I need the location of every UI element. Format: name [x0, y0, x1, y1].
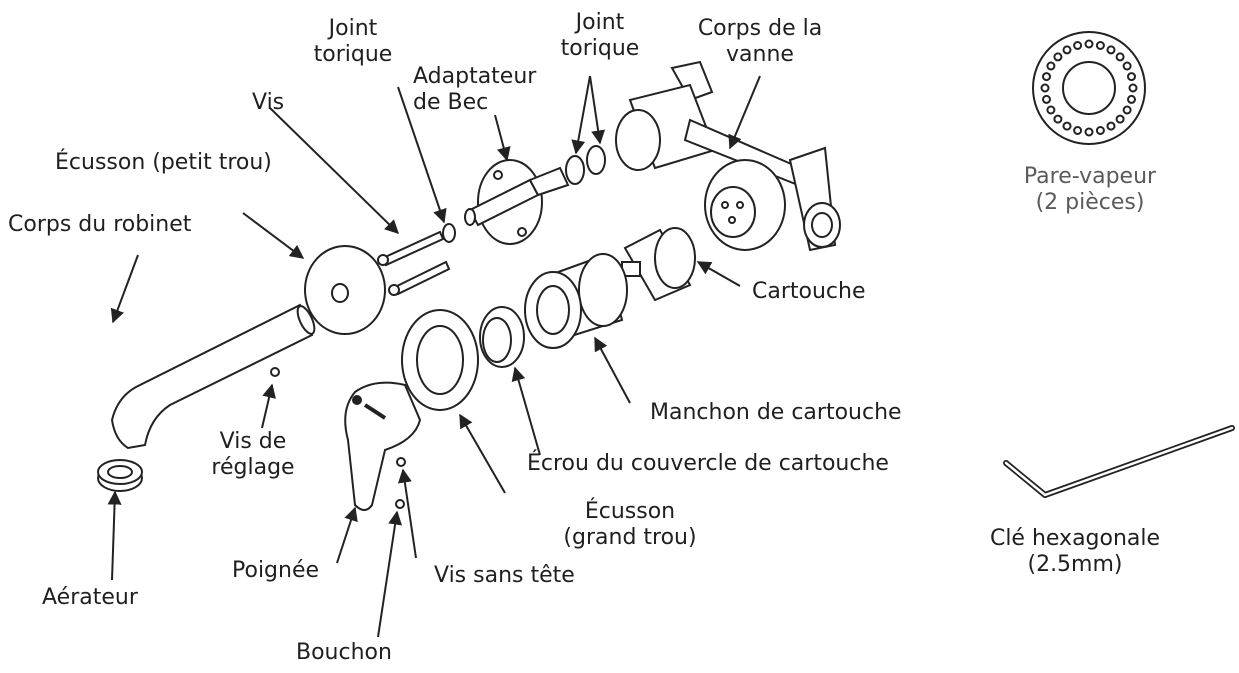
- small-escutcheon-part: [304, 245, 386, 335]
- vapor-barrier-hole: [1095, 41, 1105, 50]
- label-cartridge: Cartouche: [752, 279, 866, 304]
- vapor-barrier-hole: [1046, 61, 1056, 71]
- label-set-screw: Vis sans tête: [434, 563, 575, 588]
- handle-part: [344, 381, 422, 511]
- vapor-barrier-hole: [1084, 39, 1094, 49]
- label-hex-key: Clé hexagonale(2.5mm): [989, 526, 1161, 577]
- vapor-barrier-hole: [1062, 121, 1072, 131]
- vapor-barrier-hole: [1115, 114, 1125, 124]
- vapor-barrier-hole: [1122, 105, 1132, 115]
- vapor-barrier-part: [1032, 31, 1146, 145]
- leader-lines: [107, 75, 761, 638]
- large-escutcheon-part: [401, 309, 479, 411]
- cartridge-sleeve-part: [524, 253, 628, 349]
- vapor-barrier-hole: [1040, 83, 1050, 93]
- vapor-barrier-hole: [1053, 52, 1063, 62]
- faucet-spout-part: [110, 303, 316, 450]
- valve-body-part: [615, 60, 841, 252]
- vapor-barrier-hole: [1127, 72, 1136, 82]
- screws-part: [377, 230, 451, 296]
- plug-part: [395, 499, 405, 509]
- aerator-part: [97, 459, 143, 492]
- vapor-barrier-hole: [1084, 127, 1094, 137]
- vapor-barrier-hole: [1062, 45, 1072, 55]
- vapor-barrier-hole: [1042, 72, 1051, 82]
- vapor-barrier-hole: [1106, 121, 1116, 131]
- cartridge-nut-part: [479, 306, 525, 368]
- vapor-barrier-hole: [1115, 52, 1125, 62]
- label-small-escutcheon: Écusson (petit trou): [55, 150, 272, 175]
- set-screw-part: [396, 457, 406, 467]
- adjustment-screw-part: [270, 367, 280, 377]
- o-ring-1-part: [442, 223, 456, 243]
- hex-key-part: [1003, 425, 1235, 498]
- label-faucet-body: Corps du robinet: [8, 212, 192, 237]
- spout-adapter-part: [464, 159, 570, 245]
- vapor-barrier-hole: [1128, 83, 1138, 93]
- vapor-barrier-hole: [1106, 45, 1116, 55]
- label-vapor-barrier: Pare-vapeur(2 pièces): [1023, 164, 1157, 215]
- vapor-barrier-hole: [1073, 41, 1083, 50]
- label-screws: Vis: [252, 90, 285, 115]
- vapor-barrier-hole: [1053, 114, 1063, 124]
- cartridge-part: [621, 227, 696, 302]
- vapor-barrier-hole: [1095, 126, 1105, 135]
- vapor-barrier-hole: [1073, 126, 1083, 135]
- label-cartridge-nut: Écrou du couvercle de cartouche: [527, 451, 889, 476]
- vapor-barrier-hole: [1127, 94, 1136, 104]
- label-handle: Poignée: [232, 558, 320, 583]
- label-cartridge-sleeve: Manchon de cartouche: [650, 400, 902, 425]
- vapor-barrier-hole: [1046, 105, 1056, 115]
- label-aerator: Aérateur: [42, 585, 138, 610]
- label-plug: Bouchon: [296, 640, 392, 665]
- o-rings-2-part: [565, 145, 606, 185]
- label-large-escutcheon: Écusson(grand trou): [563, 499, 697, 550]
- vapor-barrier-hole: [1122, 61, 1132, 71]
- vapor-barrier-hole: [1042, 94, 1051, 104]
